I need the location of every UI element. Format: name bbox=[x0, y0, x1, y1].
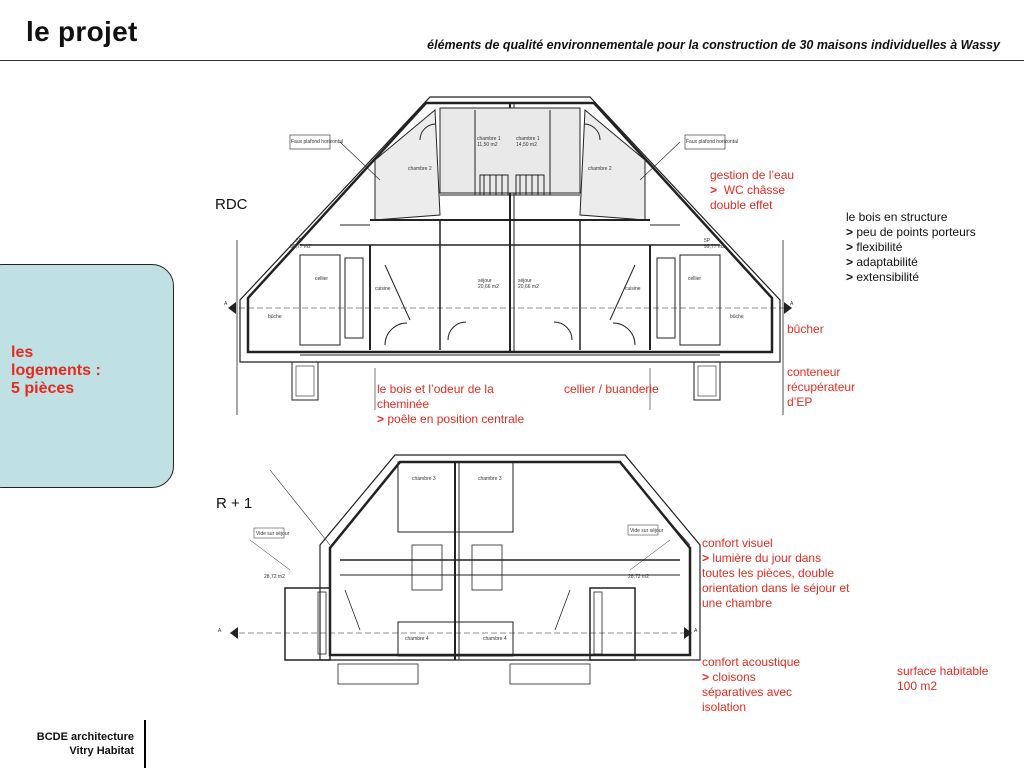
annotation-line: conteneur bbox=[787, 365, 841, 379]
annotation-line: WC châsse bbox=[723, 183, 786, 197]
arrow-icon: > bbox=[377, 412, 385, 426]
floor-label-rdc: RDC bbox=[215, 196, 248, 213]
annotation-line: isolation bbox=[702, 700, 747, 714]
plan-label: 11,50 m2 bbox=[477, 142, 498, 148]
annotation-title: le bois en structure bbox=[846, 210, 948, 224]
plan-label: A bbox=[790, 301, 794, 307]
footer-line: BCDE architecture bbox=[36, 731, 134, 743]
plan-label: Faux plafond horizontal bbox=[291, 139, 343, 145]
plan-label: 28,72 m2 bbox=[264, 574, 285, 580]
arrow-icon: > bbox=[846, 240, 854, 254]
annotation-line: lumière du jour dans bbox=[712, 551, 822, 565]
plan-label: chambre 4 bbox=[483, 636, 507, 642]
plan-label: 20,66 m2 bbox=[478, 284, 499, 290]
footer-divider bbox=[144, 720, 146, 768]
annotation-surface: surface habitable 100 m2 bbox=[897, 664, 1017, 694]
plan-label: chambre 1 bbox=[516, 136, 540, 142]
annotation-title: gestion de l’eau bbox=[710, 168, 795, 182]
plan-label: bûche bbox=[730, 314, 744, 320]
arrow-icon: > bbox=[846, 255, 854, 269]
annotation-line: orientation dans le séjour et bbox=[702, 581, 850, 595]
annotation-line: adaptabilité bbox=[856, 255, 918, 269]
plan-label: 99,77 m2 bbox=[704, 244, 725, 250]
plan-label: bûche bbox=[268, 314, 282, 320]
plan-label: Faux plafond horizontal bbox=[686, 139, 738, 145]
annotation-cellier: cellier / buanderie bbox=[564, 382, 659, 396]
annotation-line: cheminée bbox=[377, 397, 430, 411]
annotation-line: double effet bbox=[710, 198, 773, 212]
plan-label: cellier bbox=[688, 276, 701, 282]
plan-label: 28,72 m2 bbox=[628, 574, 649, 580]
side-label-line: logements : bbox=[11, 362, 101, 379]
arrow-icon: > bbox=[710, 183, 718, 197]
plan-label: chambre 3 bbox=[478, 476, 502, 482]
annotation-title: confort visuel bbox=[702, 536, 773, 550]
rdc-plan bbox=[228, 96, 792, 415]
annotation-line: une chambre bbox=[702, 596, 773, 610]
plan-label: chambre 1 bbox=[477, 136, 501, 142]
floor-label-r1: R + 1 bbox=[216, 495, 253, 512]
side-label: les logements : 5 pièces bbox=[11, 344, 131, 398]
annotation-line: récupérateur bbox=[787, 380, 856, 394]
plan-label: A bbox=[218, 628, 222, 634]
annotation-line: cloisons bbox=[712, 670, 756, 684]
footer-line: Vitry Habitat bbox=[69, 745, 134, 757]
plan-label: chambre 3 bbox=[412, 476, 436, 482]
footer-credits: BCDE architecture Vitry Habitat bbox=[0, 730, 134, 758]
annotation-line: toutes les pièces, double bbox=[702, 566, 835, 580]
plan-label: 5P bbox=[296, 238, 303, 244]
arrow-icon: > bbox=[846, 270, 854, 284]
side-label-line: les bbox=[11, 344, 34, 361]
annotation-title: confort acoustique bbox=[702, 655, 801, 669]
annotation-line: d’EP bbox=[787, 395, 813, 409]
side-label-line: 5 pièces bbox=[11, 380, 75, 397]
plan-label: cuisine bbox=[375, 286, 391, 292]
annotation-line: 100 m2 bbox=[897, 679, 938, 693]
annotation-gestion-eau: gestion de l’eau > WC châsse double effe… bbox=[710, 168, 820, 213]
annotation-line: poêle en position centrale bbox=[387, 412, 525, 426]
plan-label: chambre 2 bbox=[588, 166, 612, 172]
plan-label: séjour bbox=[518, 278, 532, 284]
page-subtitle: éléments de qualité environnementale pou… bbox=[427, 38, 1000, 52]
annotation-bois-odeur: le bois et l’odeur de la cheminée > poêl… bbox=[377, 382, 557, 427]
plan-label: A bbox=[224, 301, 228, 307]
r1-plan bbox=[230, 454, 701, 685]
annotation-line: séparatives avec bbox=[702, 685, 793, 699]
plan-label: chambre 2 bbox=[408, 166, 432, 172]
annotation-line: le bois et l’odeur de la bbox=[377, 382, 494, 396]
plan-label: chambre 4 bbox=[405, 636, 429, 642]
arrow-icon: > bbox=[702, 670, 710, 684]
plan-label: séjour bbox=[478, 278, 492, 284]
annotation-line: peu de points porteurs bbox=[856, 225, 976, 239]
plan-label: cuisine bbox=[625, 286, 641, 292]
annotation-line: extensibilité bbox=[856, 270, 920, 284]
header-divider bbox=[0, 60, 1024, 61]
arrow-icon: > bbox=[846, 225, 854, 239]
plan-label: 20,66 m2 bbox=[518, 284, 539, 290]
plan-label: 14,50 m2 bbox=[516, 142, 537, 148]
annotation-bucher: bûcher bbox=[787, 322, 824, 336]
plan-label: Vide sur séjour bbox=[630, 528, 664, 534]
annotation-line: flexibilité bbox=[856, 240, 903, 254]
annotation-confort-acoustique: confort acoustique > cloisons séparative… bbox=[702, 655, 832, 715]
annotation-conteneur: conteneur récupérateur d’EP bbox=[787, 365, 877, 410]
arrow-icon: > bbox=[702, 551, 710, 565]
plan-label: 99,77 m2 bbox=[290, 244, 311, 250]
plan-label: 5P bbox=[704, 238, 711, 244]
plan-label: A bbox=[694, 628, 698, 634]
annotation-bois-structure: le bois en structure > peu de points por… bbox=[846, 210, 1006, 285]
annotation-confort-visuel: confort visuel > lumière du jour dans to… bbox=[702, 536, 872, 611]
annotation-line: surface habitable bbox=[897, 664, 989, 678]
plan-label: cellier bbox=[315, 276, 328, 282]
page-title: le projet bbox=[26, 16, 138, 47]
plan-label: Vide sur séjour bbox=[256, 531, 290, 537]
side-panel bbox=[0, 264, 174, 488]
